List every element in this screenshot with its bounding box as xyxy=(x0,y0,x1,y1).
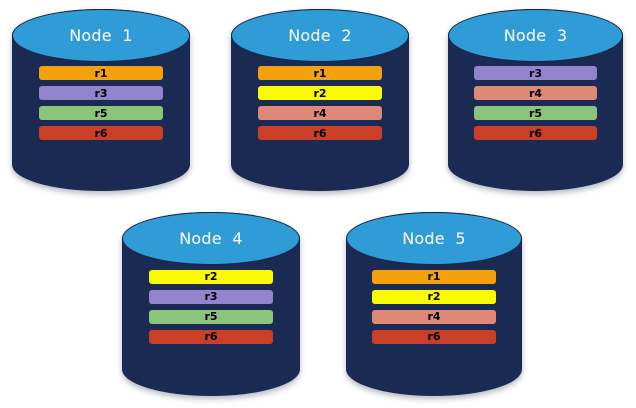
replica-bar[interactable]: r3 xyxy=(148,289,274,304)
replica-bar[interactable]: r5 xyxy=(148,309,274,324)
replica-list: r1 r3 r5 r6 xyxy=(38,66,164,141)
replica-bar[interactable]: r2 xyxy=(372,289,496,304)
node-cylinder-top xyxy=(122,212,300,266)
replica-bar[interactable]: r3 xyxy=(474,66,597,81)
replica-bar[interactable]: r4 xyxy=(372,309,496,324)
replica-bar[interactable]: r1 xyxy=(257,66,383,81)
replica-bar[interactable]: r2 xyxy=(257,86,383,101)
replica-bar[interactable]: r6 xyxy=(372,329,496,344)
replica-bar[interactable]: r1 xyxy=(372,269,496,284)
replica-list: r2 r3 r5 r6 xyxy=(148,269,274,344)
replica-bar[interactable]: r2 xyxy=(148,269,274,284)
node-cylinder-top xyxy=(12,9,190,62)
replica-bar[interactable]: r6 xyxy=(148,329,274,344)
replica-bar[interactable]: r4 xyxy=(257,106,383,121)
replica-bar[interactable]: r1 xyxy=(38,66,164,81)
replica-bar[interactable]: r3 xyxy=(38,86,164,101)
replica-bar[interactable]: r4 xyxy=(474,86,597,101)
replica-bar[interactable]: r5 xyxy=(474,106,597,121)
node-cylinder-top xyxy=(448,9,623,62)
replica-list: r3 r4 r5 r6 xyxy=(474,66,597,141)
replica-list: r1 r2 r4 r6 xyxy=(372,269,496,344)
replica-list: r1 r2 r4 r6 xyxy=(257,66,383,141)
replica-bar[interactable]: r6 xyxy=(257,126,383,141)
node-cylinder-top xyxy=(346,212,522,266)
replica-bar[interactable]: r6 xyxy=(474,126,597,141)
node-cylinder-top xyxy=(231,9,409,62)
replica-bar[interactable]: r5 xyxy=(38,106,164,121)
replica-bar[interactable]: r6 xyxy=(38,126,164,141)
